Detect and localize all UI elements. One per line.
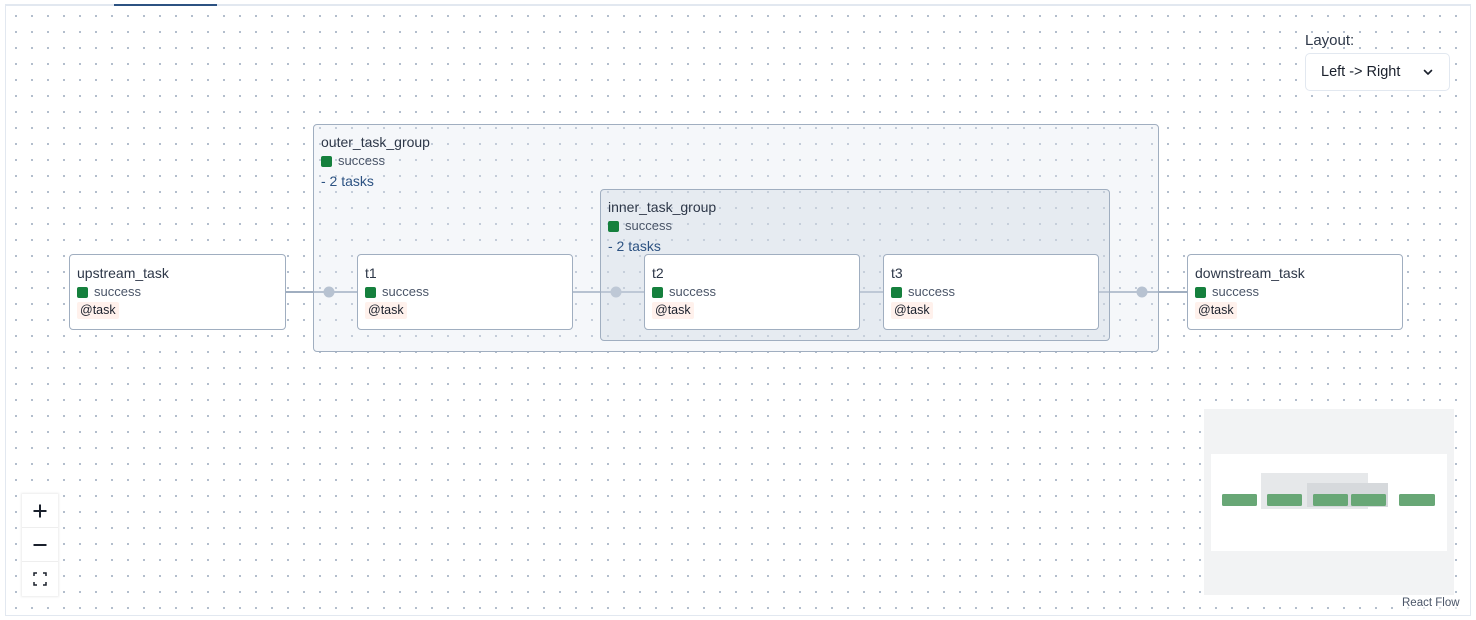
task-status: success (891, 283, 1091, 301)
operator-badge: @task (891, 302, 933, 319)
task-title: t2 (652, 265, 664, 281)
react-flow-attribution[interactable]: React Flow (1400, 596, 1462, 610)
zoom-in-button[interactable] (22, 494, 58, 528)
minimap-node (1222, 494, 1257, 506)
task-node-t1[interactable]: t1 success @task (357, 254, 573, 330)
minimap-node (1313, 494, 1348, 506)
status-text: success (382, 284, 429, 299)
layout-control: Layout: Left -> Right (1305, 31, 1450, 91)
zoom-controls (22, 494, 58, 596)
chevron-down-icon (1423, 69, 1433, 75)
task-status: success (365, 283, 565, 301)
group-status: success (321, 152, 1151, 170)
task-node-upstream[interactable]: upstream_task success @task (69, 254, 286, 330)
task-status: success (1195, 283, 1395, 301)
status-text: success (908, 284, 955, 299)
minus-icon (33, 543, 47, 546)
layout-select-value: Left -> Right (1321, 64, 1401, 80)
task-status: success (77, 283, 278, 301)
task-status: success (652, 283, 852, 301)
zoom-out-button[interactable] (22, 528, 58, 562)
task-node-t2[interactable]: t2 success @task (644, 254, 860, 330)
group-title: outer_task_group (321, 134, 430, 150)
operator-badge: @task (77, 302, 119, 319)
minimap-node (1351, 494, 1386, 506)
group-title: inner_task_group (608, 199, 717, 215)
expand-group-link[interactable]: - 2 tasks (321, 173, 374, 189)
status-success-icon (652, 286, 663, 298)
minimap[interactable] (1204, 409, 1454, 595)
task-title: t1 (365, 265, 377, 281)
active-tab-indicator (114, 4, 217, 6)
status-text: success (625, 218, 672, 233)
expand-group-link[interactable]: - 2 tasks (608, 238, 661, 254)
layout-select[interactable]: Left -> Right (1305, 53, 1450, 91)
task-node-t3[interactable]: t3 success @task (883, 254, 1099, 330)
status-success-icon (77, 286, 88, 298)
fit-view-icon (33, 572, 47, 586)
operator-badge: @task (1195, 302, 1237, 319)
status-success-icon (321, 155, 332, 167)
task-title: upstream_task (77, 265, 169, 281)
status-success-icon (1195, 286, 1206, 298)
status-text: success (669, 284, 716, 299)
status-text: success (338, 153, 385, 168)
status-text: success (94, 284, 141, 299)
task-title: t3 (891, 265, 903, 281)
status-text: success (1212, 284, 1259, 299)
task-node-downstream[interactable]: downstream_task success @task (1187, 254, 1403, 330)
task-title: downstream_task (1195, 265, 1305, 281)
status-success-icon (891, 286, 902, 298)
minimap-node (1399, 494, 1435, 506)
status-success-icon (365, 286, 376, 298)
group-status: success (608, 217, 1102, 235)
fit-view-button[interactable] (22, 562, 58, 596)
layout-label: Layout: (1305, 32, 1355, 49)
minimap-node (1267, 494, 1302, 506)
plus-icon (33, 504, 47, 517)
status-success-icon (608, 220, 619, 232)
operator-badge: @task (652, 302, 694, 319)
operator-badge: @task (365, 302, 407, 319)
